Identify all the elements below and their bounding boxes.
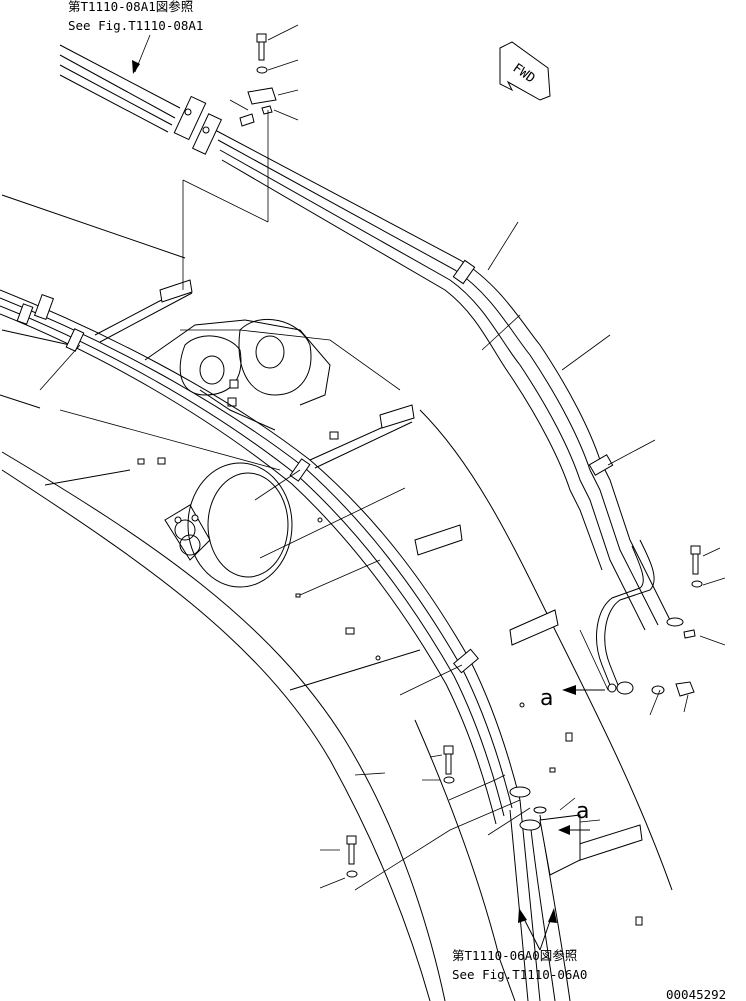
ref-top-en: See Fig.T1110-08A1 [68, 18, 203, 33]
view-label-a-2: a [576, 799, 589, 824]
leader-lines [39, 24, 726, 891]
boom-outline [0, 194, 673, 1001]
ref-bottom-en: See Fig.T1110-06A0 [452, 967, 587, 982]
ref-bottom-jp: 第T1110-06A0図参照 [452, 948, 577, 963]
hydraulic-pipes-right [59, 44, 671, 691]
hydraulic-pipes-left [0, 289, 571, 1001]
boom-foot-bracket [137, 318, 339, 465]
fasteners [239, 33, 703, 926]
clamp-brackets [94, 279, 643, 876]
pipe-flanges-right [173, 95, 684, 695]
fwd-label: FWD [510, 61, 538, 87]
view-arrows [132, 60, 605, 951]
fwd-arrow-icon: FWD [499, 41, 551, 101]
cylinder-boss [164, 462, 293, 588]
ref-top-jp: 第T1110-08A1図参照 [68, 0, 193, 14]
drawing-number: 00045292 [666, 987, 726, 1001]
view-label-a-1: a [540, 686, 553, 711]
